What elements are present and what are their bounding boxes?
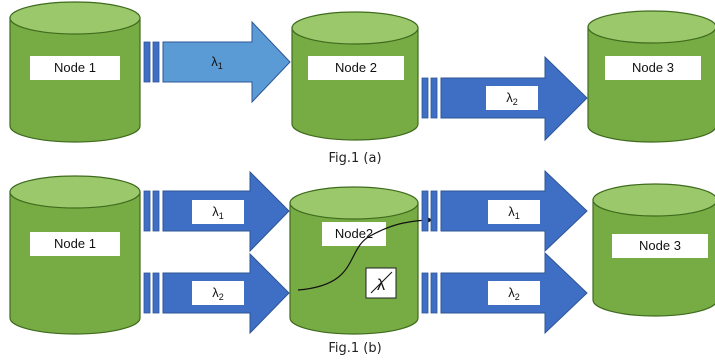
arrow-label-base: λ — [211, 54, 218, 69]
node-1-label: Node 1 — [54, 236, 96, 251]
svg-text:λ1: λ1 — [212, 204, 224, 221]
svg-text:λ1: λ1 — [508, 204, 520, 221]
arrow-lambda-1: λ1 — [162, 20, 291, 104]
arrow-label-sub: 1 — [218, 61, 223, 71]
arrow-label-base: λ — [212, 285, 219, 300]
arrow-in-lambda-2: λ2 — [162, 252, 290, 335]
svg-text:λ2: λ2 — [212, 285, 224, 302]
arrow-label-sub: 2 — [219, 292, 224, 302]
node-2-cylinder: Node 2 — [291, 11, 419, 141]
conversion-path — [297, 219, 426, 291]
arrow-in-lambda-1: λ1 — [162, 170, 290, 253]
arrow-out-lambda-1: λ1 — [440, 169, 588, 253]
caption-fig-b: Fig.1 (b) — [328, 341, 381, 356]
strike-line — [370, 271, 393, 294]
buffer-bars — [421, 272, 438, 314]
node-3-label: Node 3 — [632, 60, 674, 75]
node-3-cylinder: Node 3 — [587, 10, 715, 143]
arrow-label-base: λ — [506, 90, 513, 105]
converter-symbol: λ — [377, 277, 385, 294]
node-2-cylinder: Node2 λ — [289, 186, 433, 335]
arrow-label-sub: 1 — [219, 211, 224, 221]
arrow-label-base: λ — [508, 204, 515, 219]
node-2-label: Node2 — [335, 226, 373, 241]
caption-fig-a: Fig.1 (a) — [328, 151, 381, 166]
arrow-label-sub: 2 — [515, 292, 520, 302]
arrow-label-sub: 2 — [513, 97, 518, 107]
buffer-bars — [143, 272, 160, 314]
buffer-bars — [421, 190, 438, 232]
node-2-label: Node 2 — [335, 60, 377, 75]
arrow-out-lambda-2: λ2 — [440, 251, 588, 335]
buffer-bars — [421, 77, 438, 119]
fig-a: Node 1 λ1 Node 2 λ2 — [9, 1, 715, 166]
node-3-label: Node 3 — [639, 238, 681, 253]
arrow-label-sub: 1 — [515, 211, 520, 221]
node-1-label: Node 1 — [54, 60, 96, 75]
svg-text:λ2: λ2 — [508, 285, 520, 302]
node-1-cylinder: Node 1 — [9, 1, 141, 143]
svg-text:λ2: λ2 — [506, 90, 518, 107]
arrow-lambda-2: λ2 — [440, 55, 588, 142]
buffer-bars — [143, 190, 160, 232]
arrow-label-base: λ — [508, 285, 515, 300]
buffer-bars — [143, 41, 160, 83]
node-1-cylinder: Node 1 — [9, 175, 141, 335]
node-3-cylinder: Node 3 — [592, 183, 715, 317]
svg-text:λ1: λ1 — [211, 54, 223, 71]
fig-b: Node 1 λ1 λ2 — [9, 169, 715, 356]
arrow-label-base: λ — [212, 204, 219, 219]
wavelength-converter: λ — [365, 267, 397, 299]
